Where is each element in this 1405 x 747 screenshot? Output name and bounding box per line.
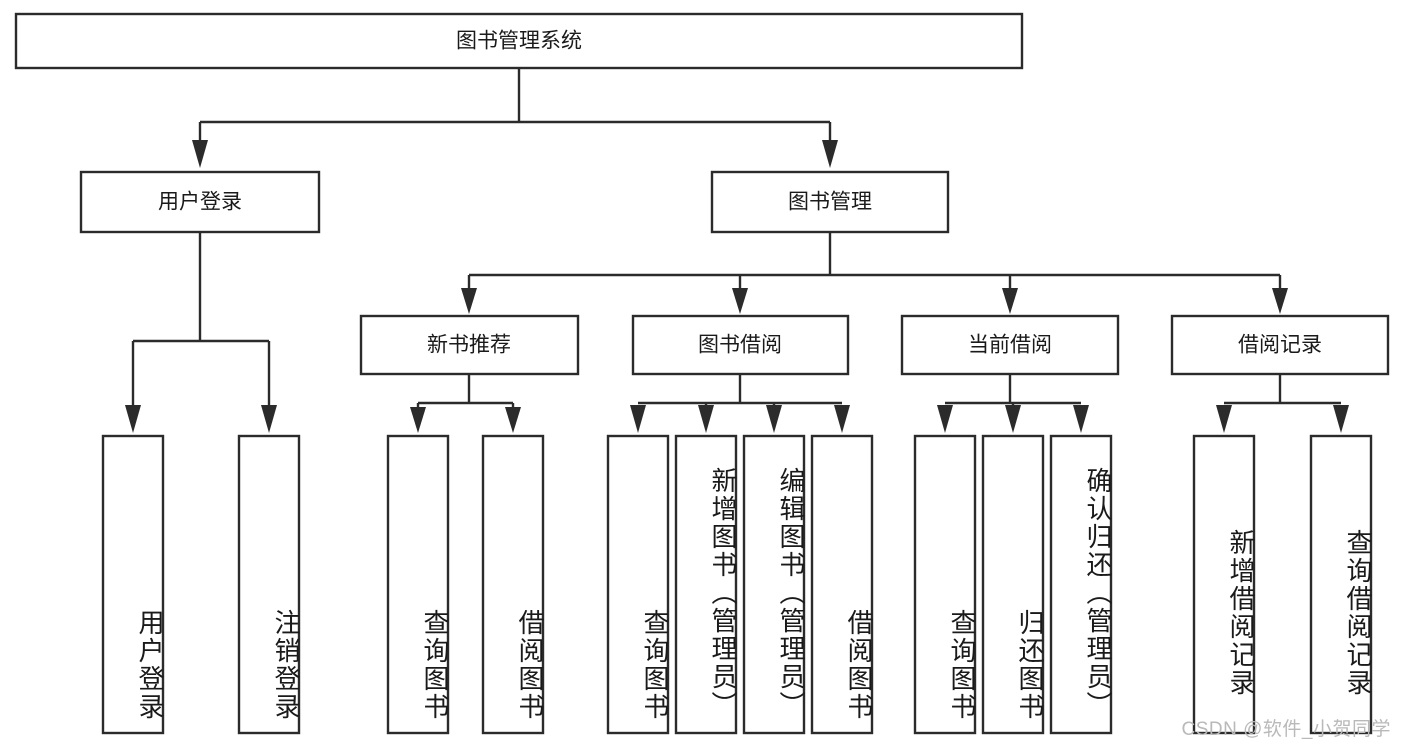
node-leaf-confirm-return-box[interactable] xyxy=(1049,434,1113,735)
node-leaf-edit-book-box[interactable] xyxy=(742,434,806,735)
arrow-head-leaf-user-login xyxy=(125,405,141,433)
node-new-book-recommend-label: 新书推荐 xyxy=(427,334,511,357)
connector-group-new-book-recommend xyxy=(410,374,521,433)
arrow-head-leaf-borrow-book-2 xyxy=(834,405,850,433)
arrow-head-leaf-return-book xyxy=(1005,405,1021,433)
arrow-head-leaf-query-book-2 xyxy=(630,405,646,433)
arrow-head-leaf-edit-book xyxy=(766,405,782,433)
arrow-head-new-book-recommend xyxy=(461,288,477,314)
connector-group-book-manage xyxy=(461,232,1288,314)
node-leaf-return-book-box[interactable] xyxy=(981,434,1045,735)
node-root-box[interactable] xyxy=(14,12,1024,70)
arrow-head-leaf-borrow-book-1 xyxy=(505,407,521,433)
node-book-manage-box[interactable] xyxy=(710,170,950,234)
node-current-borrow[interactable]: 当前借阅 xyxy=(900,314,1120,376)
node-user-login-box[interactable] xyxy=(79,170,321,234)
arrow-head-leaf-add-record xyxy=(1216,405,1232,433)
arrow-head-leaf-confirm-return xyxy=(1073,405,1089,433)
node-leaf-add-book-box[interactable] xyxy=(674,434,738,735)
connector-group-current-borrow xyxy=(937,374,1089,433)
node-borrow-record-label: 借阅记录 xyxy=(1238,334,1322,357)
arrow-head-leaf-query-book-3 xyxy=(937,405,953,433)
arrow-head-leaf-query-book-1 xyxy=(410,407,426,433)
node-user-login-label: 用户登录 xyxy=(158,191,242,214)
node-root[interactable]: 图书管理系统 xyxy=(14,12,1024,70)
arrow-head-leaf-query-record xyxy=(1333,405,1349,433)
arrow-head-book-borrow xyxy=(732,288,748,314)
node-leaf-query-record-box[interactable] xyxy=(1309,434,1373,735)
connector-group-book-borrow xyxy=(630,374,850,433)
arrow-head-book-manage xyxy=(822,140,838,168)
node-leaf-user-logout-box[interactable] xyxy=(237,434,301,735)
arrow-head-leaf-user-logout xyxy=(261,405,277,433)
node-new-book-recommend[interactable]: 新书推荐 xyxy=(359,314,580,376)
node-leaf-borrow-book-1-box[interactable] xyxy=(481,434,545,735)
arrow-head-borrow-record xyxy=(1272,288,1288,314)
node-borrow-record-box[interactable] xyxy=(1170,314,1390,376)
leaf-box-group xyxy=(101,434,1373,735)
node-leaf-borrow-book-2-box[interactable] xyxy=(810,434,874,735)
node-leaf-query-book-3-box[interactable] xyxy=(913,434,977,735)
node-current-borrow-label: 当前借阅 xyxy=(968,334,1052,357)
node-leaf-query-book-1-box[interactable] xyxy=(386,434,450,735)
node-user-login[interactable]: 用户登录 xyxy=(79,170,321,234)
node-book-borrow-box[interactable] xyxy=(631,314,850,376)
node-current-borrow-box[interactable] xyxy=(900,314,1120,376)
node-leaf-add-record-box[interactable] xyxy=(1192,434,1256,735)
csdn-watermark: CSDN @软件_小贺同学 xyxy=(1181,719,1391,740)
arrow-head-current-borrow xyxy=(1002,288,1018,314)
node-book-borrow-label: 图书借阅 xyxy=(698,334,782,357)
node-leaf-user-login-box[interactable] xyxy=(101,434,165,735)
connector-group-root xyxy=(192,68,838,168)
node-root-label: 图书管理系统 xyxy=(456,30,582,53)
node-leaf-query-book-2-box[interactable] xyxy=(606,434,670,735)
arrow-head-leaf-add-book xyxy=(698,405,714,433)
connector-group-borrow-record xyxy=(1216,374,1349,433)
node-book-manage[interactable]: 图书管理 xyxy=(710,170,950,234)
connector-group-user-login xyxy=(125,232,277,433)
node-new-book-recommend-box[interactable] xyxy=(359,314,580,376)
node-book-borrow[interactable]: 图书借阅 xyxy=(631,314,850,376)
node-book-manage-label: 图书管理 xyxy=(788,191,872,214)
arrow-head-user-login xyxy=(192,140,208,168)
node-borrow-record[interactable]: 借阅记录 xyxy=(1170,314,1390,376)
